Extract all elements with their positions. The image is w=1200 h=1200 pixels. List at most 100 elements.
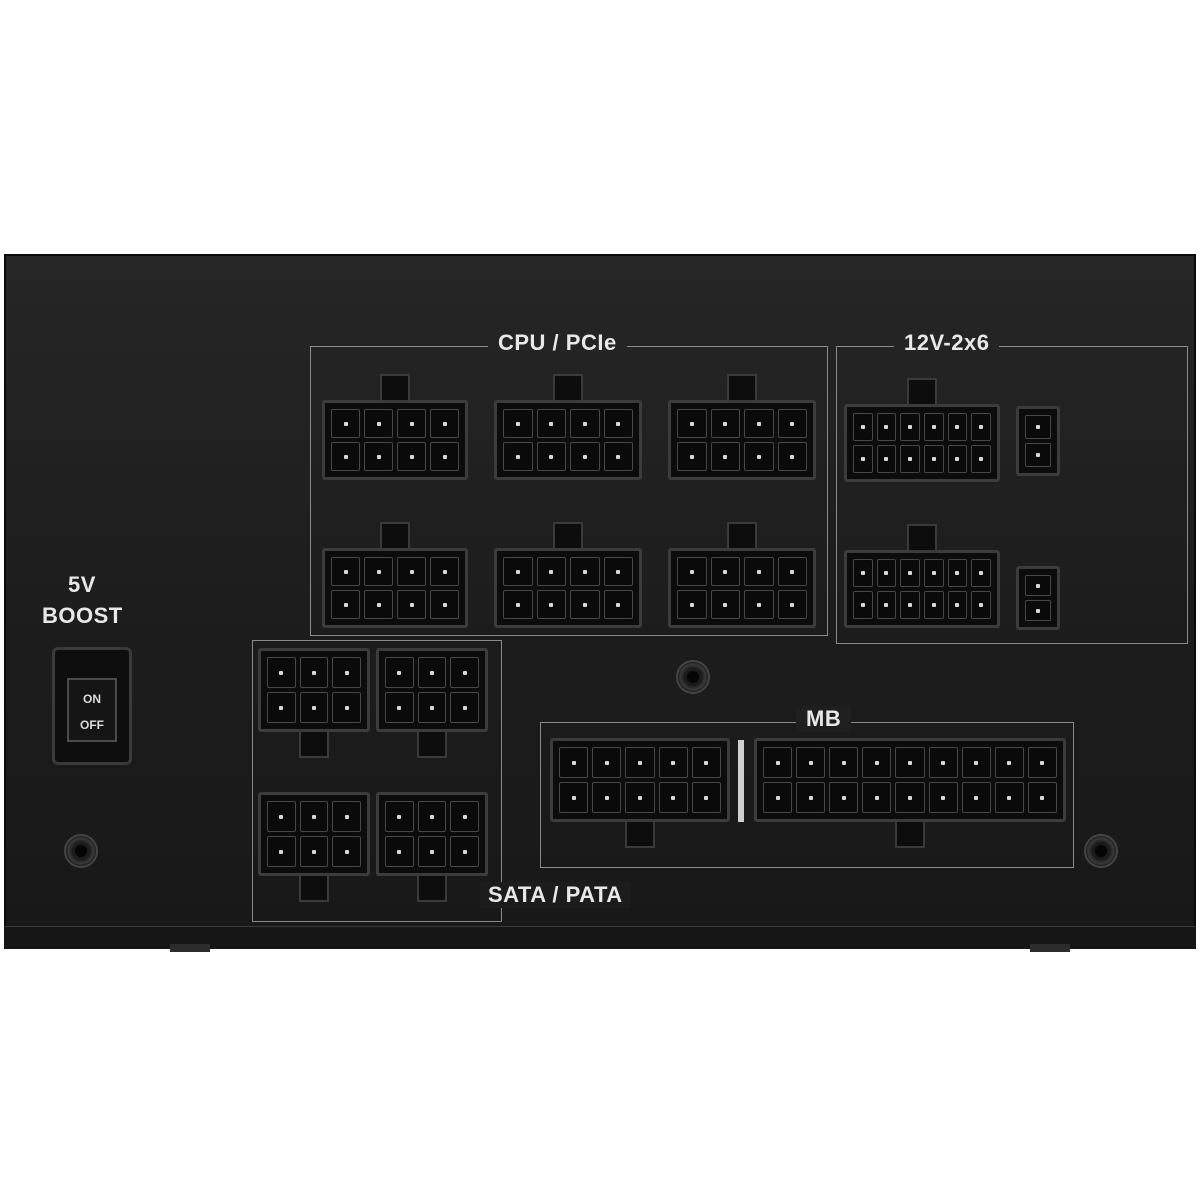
cpu-pcie-socket[interactable]: [668, 400, 816, 480]
pin: [677, 557, 707, 586]
pin: [417, 836, 447, 867]
pin: [331, 409, 360, 438]
pin: [853, 413, 873, 441]
pin: [710, 590, 740, 619]
connector-latch: [907, 524, 937, 552]
pin: [299, 692, 329, 723]
sata-pata-socket[interactable]: [258, 792, 370, 876]
pin: [862, 747, 892, 778]
pin: [536, 442, 566, 471]
pin: [763, 747, 793, 778]
sense-pin-socket[interactable]: [1016, 566, 1060, 630]
pin: [923, 413, 944, 441]
cpu-pcie-socket[interactable]: [668, 548, 816, 628]
pin: [331, 442, 360, 471]
pin: [503, 590, 533, 619]
pin: [592, 782, 622, 813]
pin: [876, 413, 897, 441]
pin: [417, 657, 447, 688]
pin: [417, 692, 447, 723]
connector-latch: [380, 522, 410, 550]
pin: [332, 836, 361, 867]
sata-pata-socket[interactable]: [376, 792, 488, 876]
pin: [923, 591, 944, 619]
pin: [777, 409, 807, 438]
pin: [744, 590, 774, 619]
pin: [385, 657, 414, 688]
pin: [332, 657, 361, 688]
rail-12v-socket[interactable]: [844, 404, 1000, 482]
pin: [923, 559, 944, 587]
rail-12v-frame: [836, 346, 1188, 644]
pin: [923, 445, 944, 473]
pin: [658, 747, 688, 778]
pin: [1025, 575, 1051, 596]
pin: [744, 557, 774, 586]
mb-18pin-socket[interactable]: [754, 738, 1066, 822]
pin: [710, 442, 740, 471]
pin: [570, 409, 600, 438]
pin: [900, 559, 920, 587]
pin: [397, 590, 426, 619]
pin: [364, 590, 393, 619]
cpu-pcie-socket[interactable]: [494, 400, 642, 480]
sata-pata-socket[interactable]: [258, 648, 370, 732]
rail-12v-socket[interactable]: [844, 550, 1000, 628]
sata-pata-frame: [252, 640, 502, 922]
pin: [853, 591, 873, 619]
pin: [267, 836, 296, 867]
pin: [503, 409, 533, 438]
pin: [331, 590, 360, 619]
boost-rocker-switch[interactable]: ON OFF: [52, 647, 132, 765]
pin: [971, 445, 991, 473]
screw: [64, 834, 98, 868]
pin: [570, 590, 600, 619]
pin: [625, 782, 655, 813]
pin: [895, 782, 925, 813]
pin: [536, 557, 566, 586]
pin: [559, 782, 589, 813]
pin: [430, 409, 459, 438]
connector-latch: [625, 820, 655, 848]
pin: [796, 747, 826, 778]
pin: [625, 747, 655, 778]
cpu-pcie-socket[interactable]: [322, 548, 468, 628]
pin: [994, 747, 1024, 778]
pin: [364, 557, 393, 586]
pin: [947, 445, 968, 473]
pin: [430, 442, 459, 471]
pin: [385, 801, 414, 832]
pin: [971, 413, 991, 441]
switch-on-label: ON: [83, 692, 101, 706]
pin: [947, 591, 968, 619]
mb-10pin-socket[interactable]: [550, 738, 730, 822]
pin: [536, 409, 566, 438]
pin: [777, 557, 807, 586]
pin: [397, 409, 426, 438]
pin: [1025, 415, 1051, 439]
pin: [603, 590, 633, 619]
pin: [570, 557, 600, 586]
screw: [1084, 834, 1118, 868]
connector-latch: [727, 522, 757, 550]
sata-pata-label: SATA / PATA: [480, 882, 631, 908]
rail-12v-label: 12V-2x6: [894, 330, 1000, 356]
pin: [691, 747, 721, 778]
pin: [971, 559, 991, 587]
pin: [829, 782, 859, 813]
pin: [430, 557, 459, 586]
connector-latch: [417, 874, 447, 902]
pin: [430, 590, 459, 619]
sense-pin-socket[interactable]: [1016, 406, 1060, 476]
pin: [658, 782, 688, 813]
pin: [829, 747, 859, 778]
sata-pata-socket[interactable]: [376, 648, 488, 732]
pin: [744, 409, 774, 438]
cpu-pcie-socket[interactable]: [494, 548, 642, 628]
mb-label: MB: [796, 706, 852, 732]
pin: [677, 442, 707, 471]
pin: [928, 782, 958, 813]
rocker[interactable]: ON OFF: [67, 678, 117, 742]
cpu-pcie-socket[interactable]: [322, 400, 468, 480]
connector-latch: [895, 820, 925, 848]
